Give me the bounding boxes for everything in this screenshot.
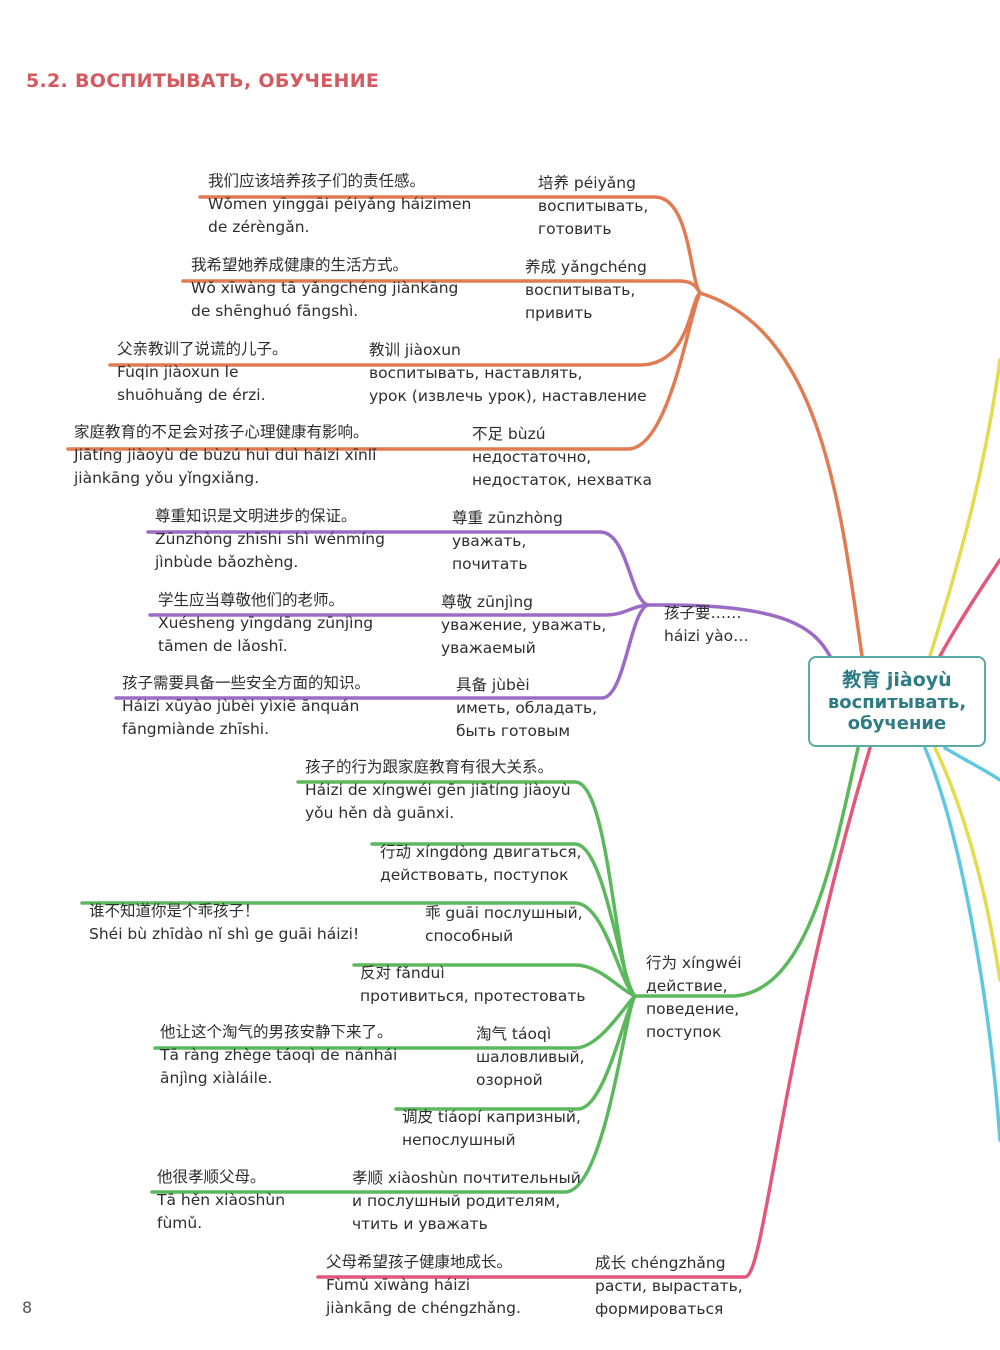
purple-branches <box>114 530 832 700</box>
purple-example-1: 尊重知识是文明进步的保证。Zūnzhòng zhīshi shì wénmíng… <box>155 507 385 571</box>
yellow-branches <box>928 358 1000 982</box>
green-word-2: 乖 guāi послушный,способный <box>425 904 583 945</box>
orange-branches <box>66 195 864 658</box>
purple-example-3: 孩子需要具备一些安全方面的知识。Háizi xūyào jùbèi yìxiē … <box>122 674 371 738</box>
green-intro-example: 孩子的行为跟家庭教育有很大关系。Háizi de xíngwéi gēn jiā… <box>305 758 571 822</box>
purple-hub-label: 孩子要……háizi yào… <box>664 604 749 645</box>
green-example-2: 谁不知道你是个乖孩子！Shéi bù zhīdào nǐ shì ge guāi… <box>89 902 360 943</box>
central-topic: 教育 jiàoyù воспитывать, обучение <box>808 656 986 747</box>
orange-example-1: 我们应该培养孩子们的责任感。Wǒmen yīnggāi péiyǎng háiz… <box>208 172 472 236</box>
orange-example-2: 我希望她养成健康的生活方式。Wǒ xīwàng tā yǎngchéng jià… <box>191 256 459 320</box>
cyan-branches <box>923 746 1000 1142</box>
green-branches <box>80 746 860 1194</box>
pink-branches <box>316 558 1000 1279</box>
orange-example-4: 家庭教育的不足会对孩子心理健康有影响。Jiātíng jiàoyù de bùz… <box>74 423 377 487</box>
green-word-5: 调皮 tiáopí капризный,непослушный <box>402 1108 581 1149</box>
green-word-1: 行动 xíngdòng двигаться,действовать, посту… <box>380 843 582 884</box>
green-example-4: 他让这个淘气的男孩安静下来了。Tā ràng zhège táoqì de ná… <box>160 1023 398 1087</box>
section-heading: 5.2. ВОСПИТЫВАТЬ, ОБУЧЕНИЕ <box>26 70 380 92</box>
page-number: 8 <box>22 1298 33 1317</box>
